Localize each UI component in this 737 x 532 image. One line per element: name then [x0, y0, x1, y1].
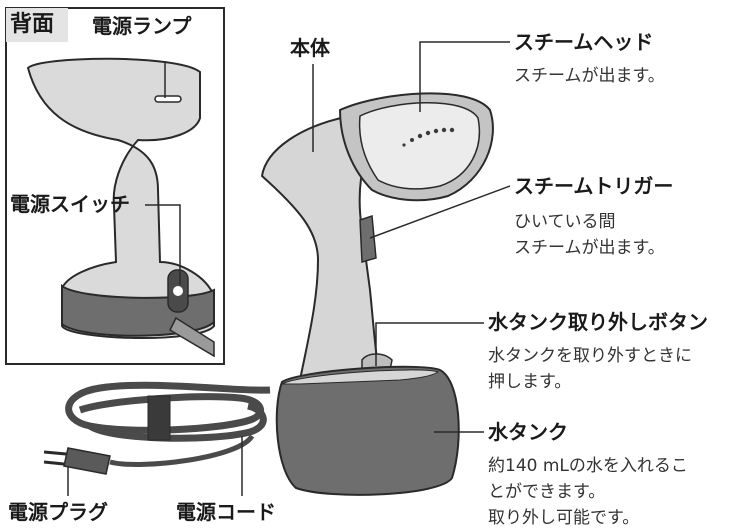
power-cord-label: 電源コード: [176, 500, 276, 524]
steam-head-label: スチームヘッド: [514, 30, 654, 54]
steam-head-desc: スチームが出ます。: [514, 66, 665, 86]
power-plug-shape: [63, 447, 111, 475]
leader-steam-head: [419, 41, 510, 112]
inset-tag-bg: [6, 8, 68, 42]
power-lamp-label: 電源ランプ: [92, 14, 192, 38]
water-tank-desc-3: 取り外し可能です。: [488, 508, 640, 528]
steam-trigger-label: スチームトリガー: [514, 174, 674, 198]
inset-tag: 背面: [10, 12, 55, 37]
inset-steamer-rear: [26, 57, 215, 358]
steam-trigger-desc-2: スチームが出ます。: [514, 238, 665, 258]
power-switch-label: 電源スイッチ: [10, 192, 130, 216]
power-plug-label: 電源プラグ: [8, 500, 108, 524]
tank-release-label: 水タンク取り外しボタン: [488, 310, 708, 334]
body-label: 本体: [290, 36, 330, 60]
water-tank-shape: [275, 365, 460, 496]
main-steamer: [43, 92, 494, 496]
leader-tank-release: [375, 322, 484, 366]
tank-release-desc-1: 水タンクを取り外すときに: [488, 346, 692, 366]
leader-power-switch: [145, 204, 181, 285]
steam-trigger-shape: [359, 214, 377, 263]
tank-release-desc-2: 押します。: [488, 372, 572, 392]
water-tank-desc-2: とができます。: [488, 482, 606, 502]
water-tank-desc-1: 約140 mLの水を入れるこ: [488, 456, 688, 476]
water-tank-label: 水タンク: [488, 420, 568, 444]
leader-steam-trigger: [369, 185, 511, 239]
steam-trigger-desc-1: ひいている間: [514, 212, 616, 232]
